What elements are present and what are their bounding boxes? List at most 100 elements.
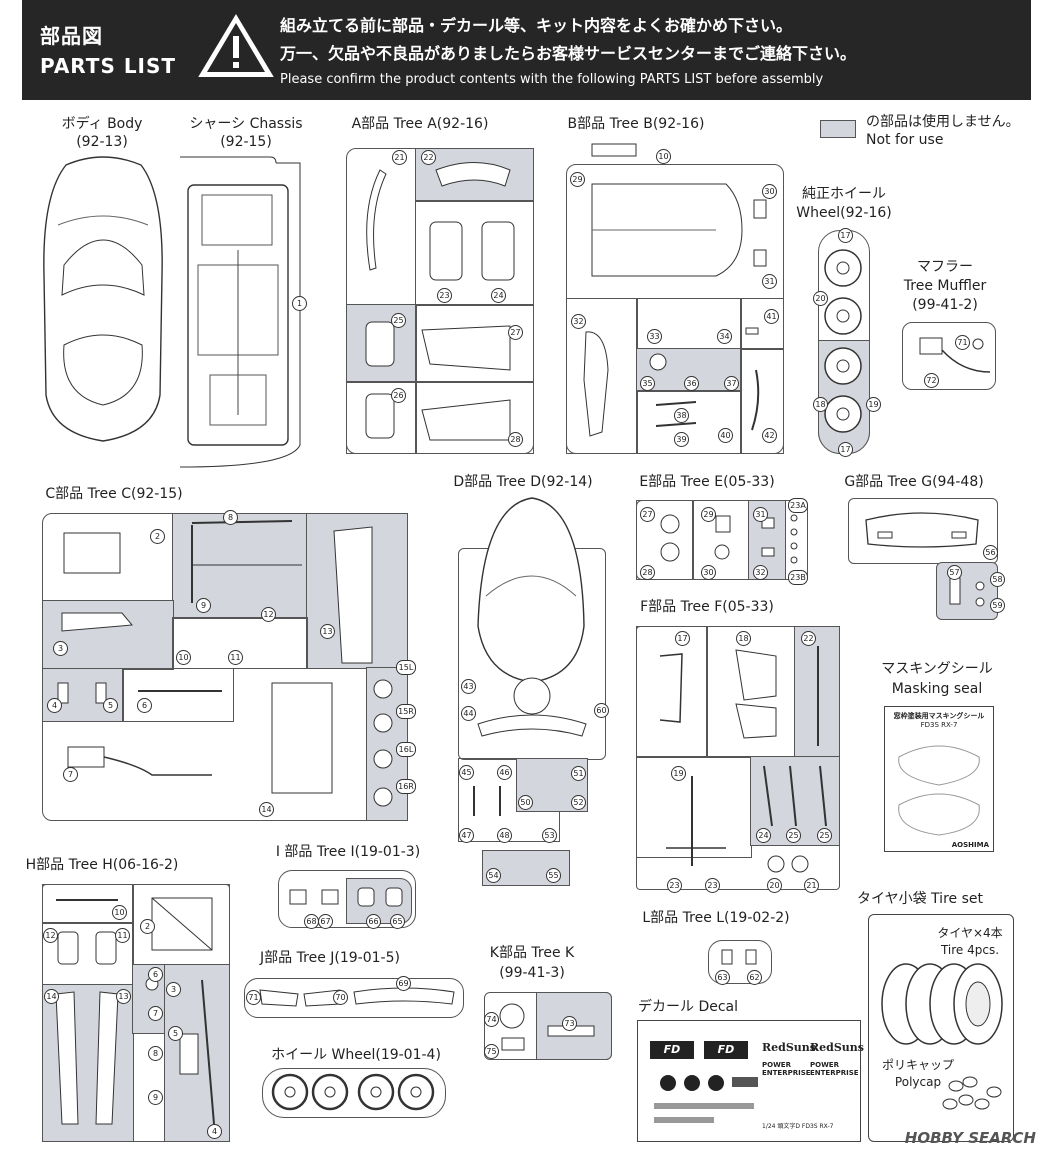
part-number: 52 bbox=[571, 795, 586, 810]
part-number: 33 bbox=[647, 329, 662, 344]
part-number: 12 bbox=[43, 928, 58, 943]
part-number: 9 bbox=[148, 1090, 163, 1105]
stock-wheel-parts bbox=[824, 249, 862, 433]
wheel2-parts bbox=[271, 1073, 435, 1111]
tree-k-label-2: (99-41-3) bbox=[499, 965, 565, 981]
part-number: 57 bbox=[947, 565, 962, 580]
part-number: 67 bbox=[318, 914, 333, 929]
part-number: 24 bbox=[491, 288, 506, 303]
part-number: 13 bbox=[116, 989, 131, 1004]
watermark: HOBBY SEARCH bbox=[904, 1129, 1036, 1147]
tree-a-cell-27 bbox=[415, 304, 534, 383]
part-number: 23 bbox=[437, 288, 452, 303]
masking-label-1: マスキングシール bbox=[881, 661, 993, 677]
masking-sheet: 窓枠塗装用マスキングシール FD3S RX-7 AOSHIMA bbox=[884, 706, 994, 852]
tree-i-label: I 部品 Tree I(19-01-3) bbox=[275, 844, 421, 860]
chassis-label-1: シャーシ Chassis bbox=[189, 116, 303, 132]
part-number: 6 bbox=[137, 698, 152, 713]
part-number: 17 bbox=[675, 631, 690, 646]
part-number: 24 bbox=[756, 828, 771, 843]
part-number: 10 bbox=[176, 650, 191, 665]
part-number: 27 bbox=[640, 507, 655, 522]
tree-a-cell-28 bbox=[415, 381, 534, 454]
part-number: 74 bbox=[484, 1012, 499, 1027]
tree-l-label: L部品 Tree L(19-02-2) bbox=[642, 910, 790, 926]
tree-j-parts bbox=[259, 987, 455, 1007]
masking-label-2: Masking seal bbox=[891, 681, 983, 697]
part-number: 14 bbox=[44, 989, 59, 1004]
part-number: 26 bbox=[391, 388, 406, 403]
decal-small-marks bbox=[654, 1075, 758, 1123]
part-number: 30 bbox=[701, 565, 716, 580]
part-number: 29 bbox=[701, 507, 716, 522]
part-number: 21 bbox=[392, 150, 407, 165]
part-number: 2 bbox=[150, 529, 165, 544]
tree-f-cell-17 bbox=[636, 626, 708, 758]
tree-j-label: J部品 Tree J(19-01-5) bbox=[260, 950, 400, 966]
chassis-label-2: (92-15) bbox=[220, 134, 272, 150]
header-banner: 部品図 PARTS LIST 組み立てる前に部品・デカール等、キット内容をよくお… bbox=[22, 0, 1031, 100]
decal-footer: 1/24 頭文字D FD3S RX-7 bbox=[762, 1123, 834, 1130]
part-number: 31 bbox=[762, 274, 777, 289]
part-number: 71 bbox=[246, 990, 261, 1005]
tree-a-cell-26 bbox=[346, 381, 417, 454]
decal-pe-2: POWER ENTERPRISE bbox=[810, 1061, 859, 1077]
part-number: 9 bbox=[196, 598, 211, 613]
part-number: 5 bbox=[168, 1026, 183, 1041]
tree-c-cell-10 bbox=[172, 617, 308, 669]
warning-jp-2: 万一、欠品や不良品がありましたらお客様サービスセンターまでご連絡下さい。 bbox=[280, 44, 857, 63]
polycap-label-2: Polycap bbox=[894, 1075, 942, 1089]
part-number: 51 bbox=[571, 766, 586, 781]
part-number: 15R bbox=[396, 704, 416, 719]
part-number: 19 bbox=[866, 397, 881, 412]
tree-c-label: C部品 Tree C(92-15) bbox=[45, 486, 183, 502]
part-number: 3 bbox=[166, 982, 181, 997]
part-number: 28 bbox=[640, 565, 655, 580]
legend-jp: の部品は使用しません。 bbox=[866, 114, 1020, 130]
part-number: 23 bbox=[705, 878, 720, 893]
decal-sheet: FD FD RedSuns RedSuns POWER ENTERPRISE P… bbox=[637, 1020, 864, 1142]
part-number: 50 bbox=[518, 795, 533, 810]
part-number: 70 bbox=[333, 990, 348, 1005]
polycap-drawing bbox=[942, 1076, 1002, 1110]
part-number: 48 bbox=[497, 828, 512, 843]
part-number: 62 bbox=[747, 970, 762, 985]
body-label-2: (92-13) bbox=[76, 134, 128, 150]
legend-swatch bbox=[820, 120, 856, 138]
part-number: 20 bbox=[813, 291, 828, 306]
part-number: 3 bbox=[53, 641, 68, 656]
tree-k-parts bbox=[499, 1003, 595, 1051]
decal-redsuns-2: RedSuns bbox=[810, 1041, 864, 1054]
warning-icon bbox=[198, 14, 274, 77]
warning-en: Please confirm the product contents with… bbox=[280, 72, 824, 87]
part-number: 32 bbox=[753, 565, 768, 580]
title-jp: 部品図 bbox=[40, 24, 103, 48]
part-number: 35 bbox=[640, 376, 655, 391]
decal-redsuns-1: RedSuns bbox=[762, 1041, 816, 1054]
part-number: 71 bbox=[955, 335, 970, 350]
part-number: 44 bbox=[461, 706, 476, 721]
tree-b-cell-41 bbox=[740, 298, 784, 350]
tree-f-label: F部品 Tree F(05-33) bbox=[640, 599, 774, 615]
tires-label-1: タイヤ×4本 bbox=[937, 926, 1003, 940]
part-number: 6 bbox=[148, 967, 163, 982]
masking-shapes bbox=[898, 745, 980, 836]
part-number: 27 bbox=[508, 325, 523, 340]
part-number: 7 bbox=[63, 767, 78, 782]
tree-c-cell-6 bbox=[122, 668, 234, 722]
tree-b-cell-42 bbox=[740, 348, 784, 454]
tires-label-2: Tire 4pcs. bbox=[940, 943, 1000, 957]
tree-a-label: A部品 Tree A(92-16) bbox=[351, 116, 489, 132]
tree-e-parts bbox=[660, 514, 798, 564]
part-number: 63 bbox=[715, 970, 730, 985]
part-number: 10 bbox=[656, 149, 671, 164]
wheel-label-2: Wheel(92-16) bbox=[796, 205, 892, 221]
part-number: 17 bbox=[838, 442, 853, 457]
tree-a-cell-23 bbox=[415, 200, 534, 306]
tree-g-label: G部品 Tree G(94-48) bbox=[844, 474, 984, 490]
tree-h-label: H部品 Tree H(06-16-2) bbox=[25, 857, 179, 873]
tree-e-cell-27 bbox=[636, 500, 694, 580]
tree-d-label: D部品 Tree D(92-14) bbox=[453, 474, 593, 490]
part-number: 34 bbox=[717, 329, 732, 344]
part-number: 73 bbox=[562, 1016, 577, 1031]
